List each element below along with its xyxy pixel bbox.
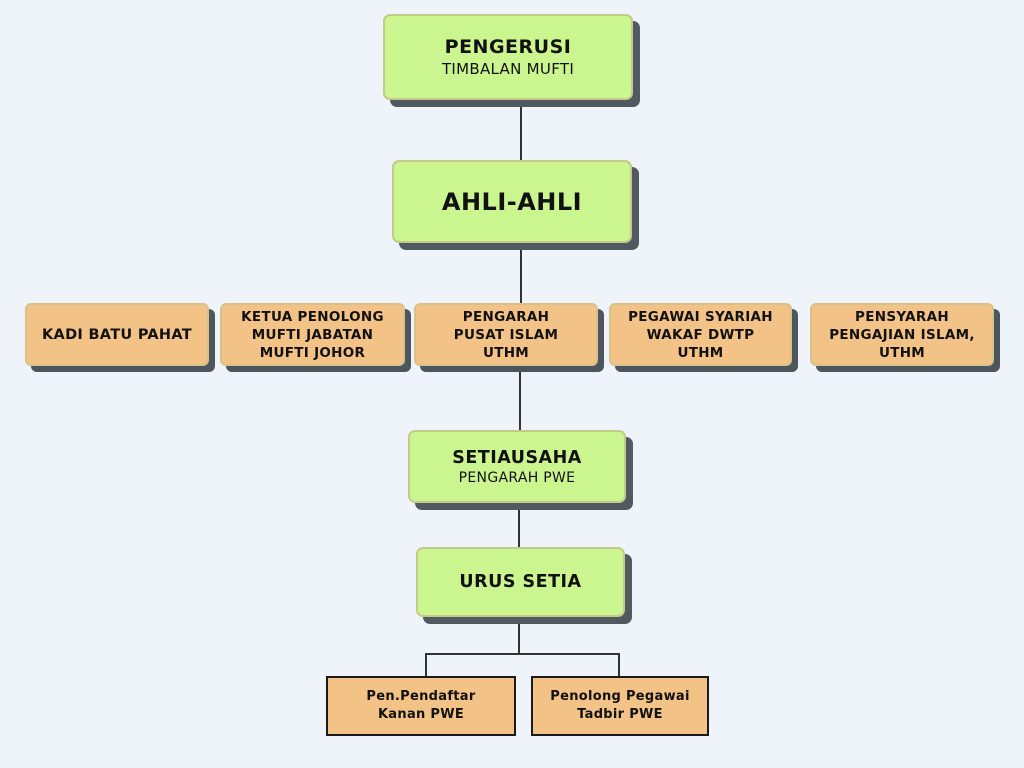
chair-box: PENGERUSI TIMBALAN MUFTI — [383, 14, 633, 100]
member-label: KETUA PENOLONG MUFTI JABATAN MUFTI JOHOR — [241, 308, 384, 361]
connector-staff-left — [425, 653, 427, 677]
member-pengarah-pusat-islam: PENGARAH PUSAT ISLAM UTHM — [414, 303, 598, 366]
secretariat-title: URUS SETIA — [459, 572, 582, 592]
member-label: PENSYARAH PENGAJIAN ISLAM, UTHM — [829, 308, 975, 361]
members-box: AHLI-AHLI — [392, 160, 632, 243]
staff-penolong-pegawai-tadbir: Penolong Pegawai Tadbir PWE — [531, 676, 709, 736]
connector-members-row — [520, 243, 522, 303]
staff-label: Penolong Pegawai Tadbir PWE — [550, 689, 690, 722]
chair-title: PENGERUSI — [444, 36, 572, 58]
staff-label: Pen.Pendaftar Kanan PWE — [366, 689, 476, 722]
connector-row-secretary — [519, 366, 521, 430]
member-label: KADI BATU PAHAT — [42, 326, 192, 343]
connector-staff-horizontal — [425, 653, 619, 655]
member-kadi-batu-pahat: KADI BATU PAHAT — [25, 303, 209, 366]
secretary-subtitle: PENGARAH PWE — [458, 469, 576, 486]
secretary-box: SETIAUSAHA PENGARAH PWE — [408, 430, 626, 503]
connector-chair-members — [520, 100, 522, 162]
staff-pendaftar-kanan: Pen.Pendaftar Kanan PWE — [326, 676, 516, 736]
member-label: PEGAWAI SYARIAH WAKAF DWTP UTHM — [628, 308, 773, 361]
member-pegawai-syariah: PEGAWAI SYARIAH WAKAF DWTP UTHM — [609, 303, 792, 366]
member-ketua-penolong-mufti: KETUA PENOLONG MUFTI JABATAN MUFTI JOHOR — [220, 303, 405, 366]
chair-subtitle: TIMBALAN MUFTI — [441, 60, 575, 78]
secretary-title: SETIAUSAHA — [452, 447, 582, 468]
members-title: AHLI-AHLI — [441, 187, 583, 216]
member-label: PENGARAH PUSAT ISLAM UTHM — [453, 308, 559, 361]
member-pensyarah-pengajian-islam: PENSYARAH PENGAJIAN ISLAM, UTHM — [810, 303, 994, 366]
connector-secretariat-down — [518, 617, 520, 654]
connector-staff-right — [618, 653, 620, 677]
secretariat-box: URUS SETIA — [416, 547, 625, 617]
connector-secretary-secretariat — [518, 503, 520, 548]
